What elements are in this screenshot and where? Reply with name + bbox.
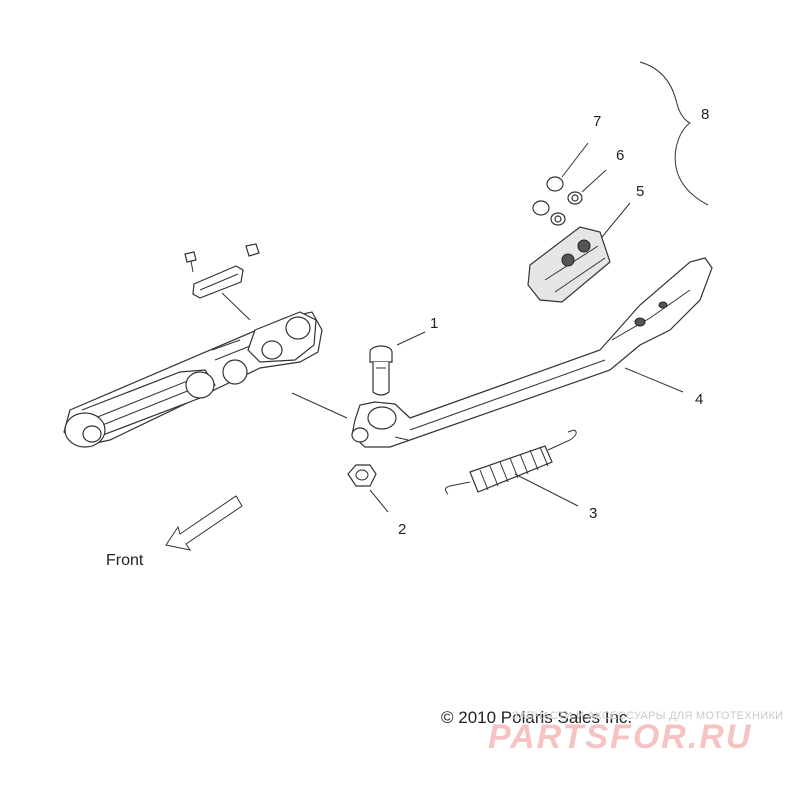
callout-4: 4 [695, 391, 703, 408]
callout-5: 5 [636, 183, 644, 200]
part-7-cap [532, 176, 564, 216]
callout-1: 1 [430, 315, 438, 332]
part-6-washer [550, 191, 583, 226]
part-4-kickstand [351, 257, 713, 448]
callout-8: 8 [701, 106, 709, 123]
watermark-logo: PARTSFOR.RU [488, 718, 753, 756]
callout-6: 6 [616, 147, 624, 164]
frame-bracket [63, 311, 323, 448]
bracket-nut [245, 243, 260, 257]
part-8-brace [639, 61, 709, 206]
part-5-foot-pad [527, 226, 611, 303]
bracket-clip [192, 265, 244, 299]
callout-3: 3 [589, 505, 597, 522]
front-arrow-icon [165, 495, 243, 551]
callout-7: 7 [593, 113, 601, 130]
callout-2: 2 [398, 521, 406, 538]
copyright-notice: © 2010 Polaris Sales Inc. [441, 708, 633, 727]
front-label: Front [106, 552, 144, 569]
bracket-bolt [184, 251, 197, 273]
part-2-nut [347, 464, 377, 487]
part-1-pivot-bolt [369, 345, 393, 396]
watermark-tagline: ЗАПЧАСТИ И АКСЕССУАРЫ ДЛЯ МОТОТЕХНИКИ [512, 710, 784, 722]
part-3-spring [444, 429, 577, 495]
